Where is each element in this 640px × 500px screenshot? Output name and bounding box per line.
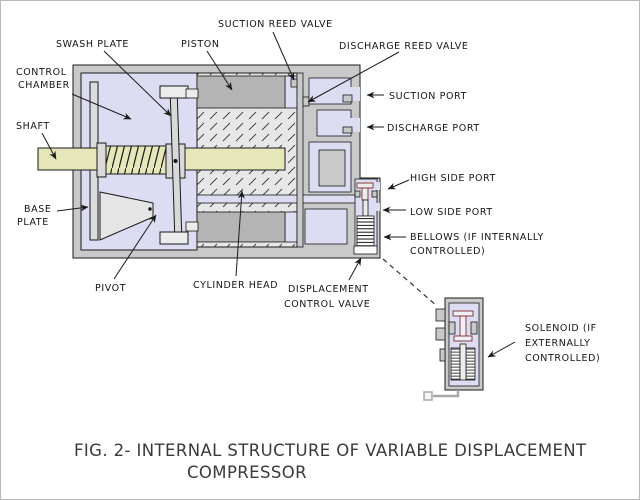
arrow-piston xyxy=(206,50,233,91)
control-valve-housing xyxy=(353,178,380,255)
arrow-base-plate xyxy=(56,204,89,212)
spring-collar xyxy=(96,142,107,178)
label-pivot: PIVOT xyxy=(95,283,126,294)
high-side-opening xyxy=(371,182,380,190)
bottom-bore-gap xyxy=(284,211,298,243)
discharge-port-opening xyxy=(349,118,360,132)
suction-reed-shape xyxy=(290,78,298,88)
label-low-side-port: LOW SIDE PORT xyxy=(410,207,493,218)
top-piston xyxy=(196,75,286,109)
label-solenoid-1: SOLENOID (IF xyxy=(525,323,597,334)
figure-caption: FIG. 2- INTERNAL STRUCTURE OF VARIABLE D… xyxy=(74,441,587,482)
label-discharge-port: DISCHARGE PORT xyxy=(387,123,480,134)
label-piston: PISTON xyxy=(181,39,220,50)
label-cylinder-head: CYLINDER HEAD xyxy=(193,280,278,291)
label-discharge-reed-valve: DISCHARGE REED VALVE xyxy=(339,41,469,52)
bottom-piston xyxy=(196,211,286,243)
arrow-shaft xyxy=(41,132,57,160)
arrow-swash-plate xyxy=(103,50,172,117)
arrow-cylinder-head xyxy=(235,190,245,277)
label-shaft: SHAFT xyxy=(16,121,50,132)
bottom-piston-rod xyxy=(185,221,199,232)
arrow-suction-reed xyxy=(272,31,295,81)
solenoid-valve-stem xyxy=(459,315,467,339)
wire-connector xyxy=(423,391,433,401)
top-piston-rod xyxy=(185,88,199,99)
low-side-opening xyxy=(371,203,380,211)
swash-plate-assembly xyxy=(159,85,199,245)
valve-plate xyxy=(290,72,310,248)
arrow-solenoid xyxy=(487,341,516,358)
arrow-high-side-port xyxy=(387,179,410,190)
shaft-spring xyxy=(103,145,169,175)
label-bellows-1: BELLOWS (IF INTERNALLY xyxy=(410,232,544,243)
label-solenoid-3: CONTROLLED) xyxy=(525,353,600,364)
label-displacement-2: CONTROL VALVE xyxy=(284,299,370,310)
arrow-discharge-reed xyxy=(307,51,400,103)
caption-line-2: COMPRESSOR xyxy=(187,463,307,482)
bottom-shoe xyxy=(159,231,189,245)
label-bellows-2: CONTROLLED) xyxy=(410,246,485,257)
control-valve-stem xyxy=(361,187,369,201)
label-displacement-1: DISPLACEMENT xyxy=(288,284,369,295)
solenoid-detail xyxy=(423,297,484,401)
solenoid-coil xyxy=(450,343,476,381)
arrow-displacement-valve xyxy=(348,257,362,281)
bellows-cap xyxy=(353,245,378,255)
leader-lines xyxy=(41,31,516,358)
top-shoe xyxy=(159,85,189,99)
labels: SUCTION REED VALVE SWASH PLATE PISTON DI… xyxy=(16,19,600,364)
solenoid-wire xyxy=(433,390,460,398)
control-passage xyxy=(196,194,369,204)
label-swash-plate: SWASH PLATE xyxy=(56,39,129,50)
suction-port-opening xyxy=(349,87,360,101)
label-control-chamber-1: CONTROL xyxy=(16,67,67,78)
label-high-side-port: HIGH SIDE PORT xyxy=(410,173,496,184)
label-solenoid-2: EXTERNALLY xyxy=(525,338,590,349)
bellows-shape xyxy=(356,215,375,247)
label-control-chamber-2: CHAMBER xyxy=(18,80,70,91)
label-base-plate-1: BASE xyxy=(24,204,51,215)
compressor-body xyxy=(37,64,381,259)
pivot-point xyxy=(148,207,152,211)
label-base-plate-2: PLATE xyxy=(17,217,49,228)
label-suction-port: SUCTION PORT xyxy=(389,91,467,102)
label-suction-reed-valve: SUCTION REED VALVE xyxy=(218,19,333,30)
arrow-pivot xyxy=(113,214,157,280)
head-bottom-chamber xyxy=(304,208,348,245)
cylinder-head-shape xyxy=(304,77,360,245)
detail-callout-dash xyxy=(382,258,438,307)
solenoid-valve-cap xyxy=(452,310,474,317)
arrow-control-chamber xyxy=(71,93,132,120)
caption-line-1: FIG. 2- INTERNAL STRUCTURE OF VARIABLE D… xyxy=(74,441,587,460)
control-valve-cap xyxy=(356,182,374,189)
